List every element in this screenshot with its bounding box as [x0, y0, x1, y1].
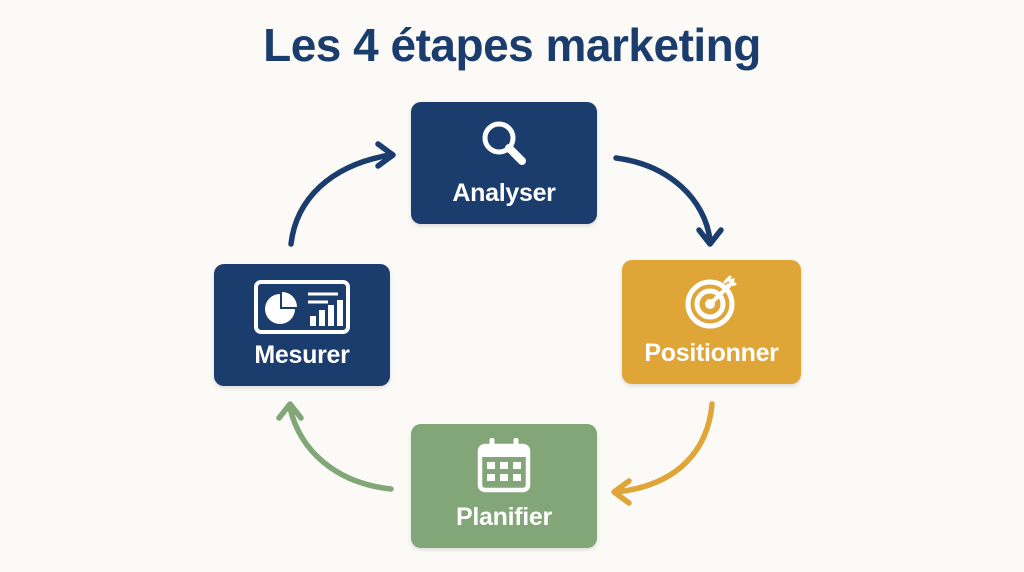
step-positionner-label: Positionner — [644, 339, 779, 367]
dashboard-chart-icon — [214, 278, 390, 336]
step-analyser-label: Analyser — [452, 179, 556, 207]
target-icon — [622, 274, 801, 332]
magnifying-glass-icon — [411, 116, 597, 170]
step-positionner: Positionner — [622, 260, 801, 384]
step-mesurer-label: Mesurer — [254, 341, 350, 369]
step-mesurer: Mesurer — [214, 264, 390, 386]
step-analyser: Analyser — [411, 102, 597, 224]
step-planifier-label: Planifier — [456, 503, 552, 531]
diagram-title: Les 4 étapes marketing — [263, 19, 761, 71]
arrow-analyser-to-positionner — [613, 155, 724, 247]
arrow-planifier-to-mesurer — [276, 401, 394, 492]
step-planifier: Planifier — [411, 424, 597, 548]
arrow-positionner-to-planifier — [611, 401, 715, 506]
calendar-icon — [411, 438, 597, 494]
arrow-mesurer-to-analyser — [288, 141, 396, 247]
